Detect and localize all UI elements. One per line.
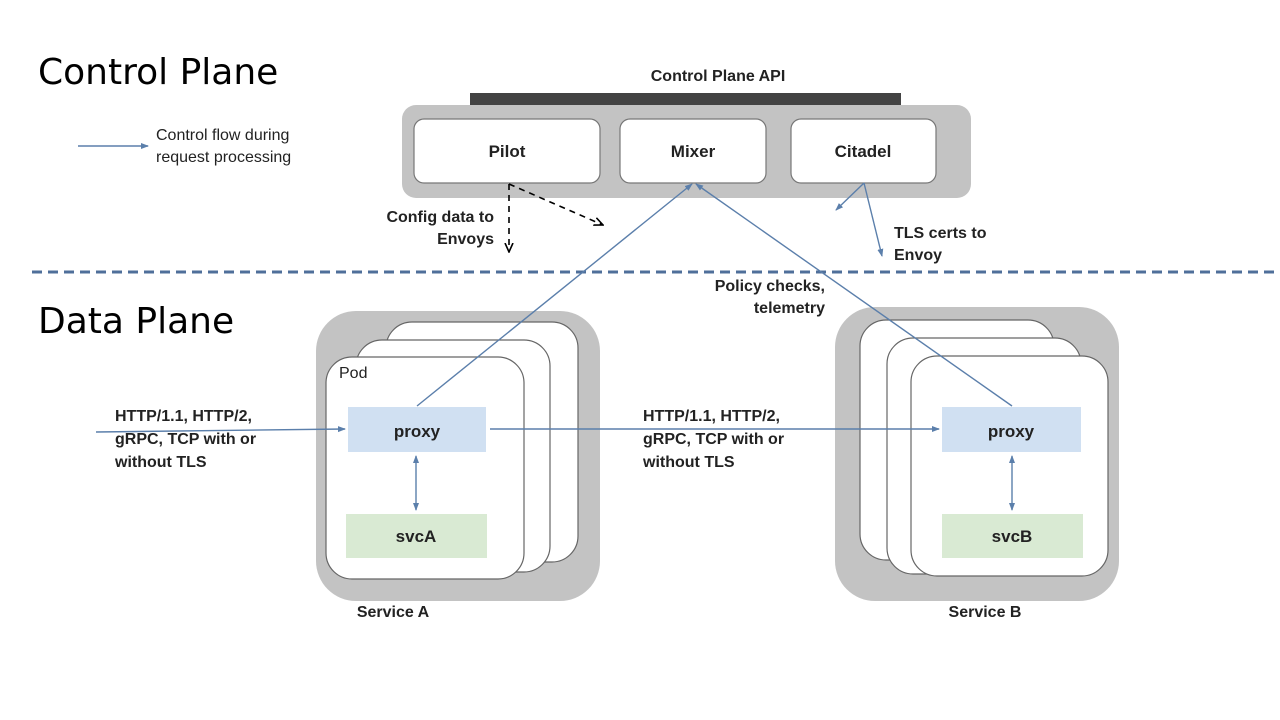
pilot-label: Pilot [489, 142, 526, 161]
mesh-protocols-2: gRPC, TCP with or [643, 431, 784, 448]
proxy-a[interactable] [348, 407, 486, 452]
svc-a-label: svcA [396, 527, 437, 546]
proxy-b-to-mixer-arrow [695, 183, 1013, 407]
ingress-protocols-3: without TLS [114, 454, 207, 471]
ingress-arrow [95, 426, 346, 433]
mixer-label: Mixer [671, 142, 716, 161]
service-a: Pod proxy svcA Service A [316, 311, 600, 621]
service-a-label: Service A [357, 604, 430, 621]
tls-arrow-left [835, 182, 865, 211]
ingress-protocols-2: gRPC, TCP with or [115, 431, 256, 448]
component-citadel[interactable]: Citadel [790, 118, 937, 184]
mesh-protocols-3: without TLS [642, 454, 735, 471]
tls-label-2: Envoy [894, 247, 942, 264]
policy-label-1: Policy checks, [715, 278, 825, 295]
citadel-label: Citadel [835, 142, 892, 161]
svc-b[interactable] [942, 514, 1083, 558]
legend-line-1: Control flow during [156, 127, 289, 144]
control-plane-api-bar [470, 93, 901, 106]
proxy-b-label: proxy [988, 422, 1035, 441]
ingress-protocols-1: HTTP/1.1, HTTP/2, [115, 408, 252, 425]
control-plane-api-label: Control Plane API [651, 68, 786, 85]
mesh-protocols-1: HTTP/1.1, HTTP/2, [643, 408, 780, 425]
tls-label-1: TLS certs to [894, 225, 987, 242]
pod-label: Pod [339, 365, 367, 382]
service-b: proxy svcB Service B [835, 307, 1119, 621]
config-label-1: Config data to [386, 209, 494, 226]
proxy-a-label: proxy [394, 422, 441, 441]
control-plane-title: Control Plane [38, 52, 278, 93]
data-plane-title: Data Plane [38, 301, 234, 342]
tls-arrow-down [863, 182, 884, 257]
component-mixer[interactable]: Mixer [619, 118, 767, 184]
legend-line-2: request processing [156, 149, 291, 166]
config-label-2: Envoys [437, 231, 494, 248]
service-b-label: Service B [949, 604, 1022, 621]
policy-label-2: telemetry [754, 300, 825, 317]
proxy-b[interactable] [942, 407, 1081, 452]
component-pilot[interactable]: Pilot [413, 118, 601, 184]
legend: Control flow during request processing [78, 127, 291, 166]
svc-b-label: svcB [992, 527, 1033, 546]
svc-a[interactable] [346, 514, 487, 558]
proxy-a-to-mixer-arrow [416, 183, 693, 407]
